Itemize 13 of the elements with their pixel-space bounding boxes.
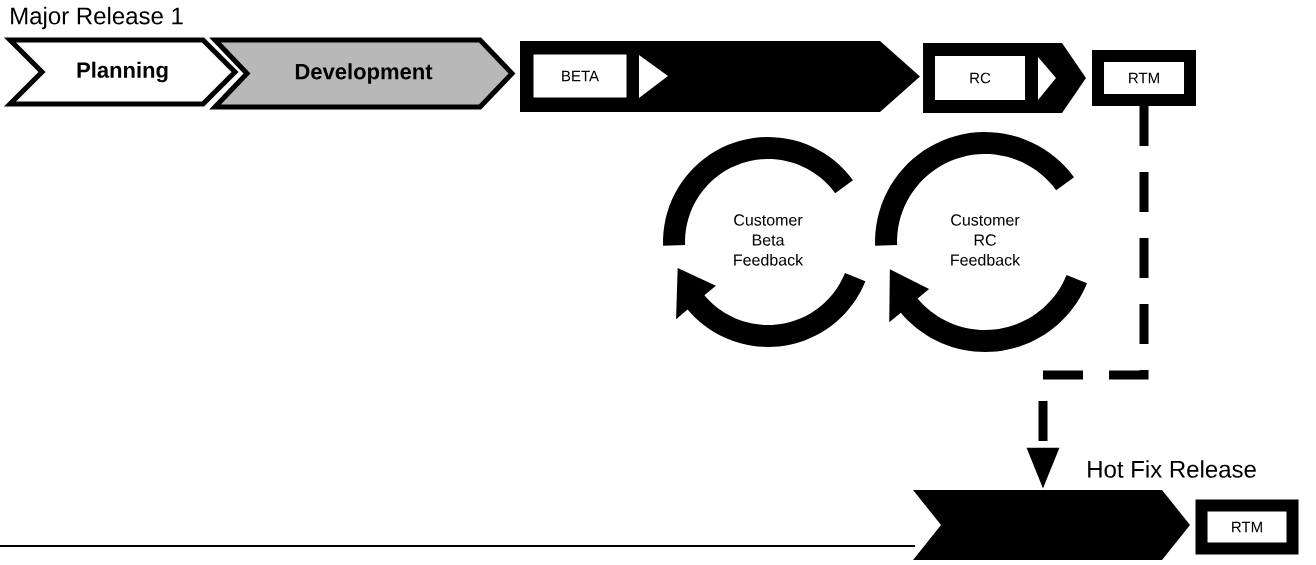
milestone-box: BETA (533, 54, 627, 98)
release-title: Hot Fix Release (1088, 460, 1256, 478)
phase-step: Development (209, 37, 516, 110)
node-label: BETA (562, 70, 600, 82)
release-title: Major Release 1 (11, 6, 183, 30)
phase-step: Planning (3, 37, 239, 107)
milestone-box: RC (935, 56, 1025, 100)
feedback-text: Customer Beta Feedback (734, 214, 804, 266)
node-label: RC (970, 72, 991, 84)
milestone-box: RTM (1195, 499, 1299, 555)
milestone-box: RTM (1092, 50, 1196, 106)
release-bar (913, 490, 1190, 560)
feedback-text: Customer RC Feedback (951, 214, 1021, 266)
